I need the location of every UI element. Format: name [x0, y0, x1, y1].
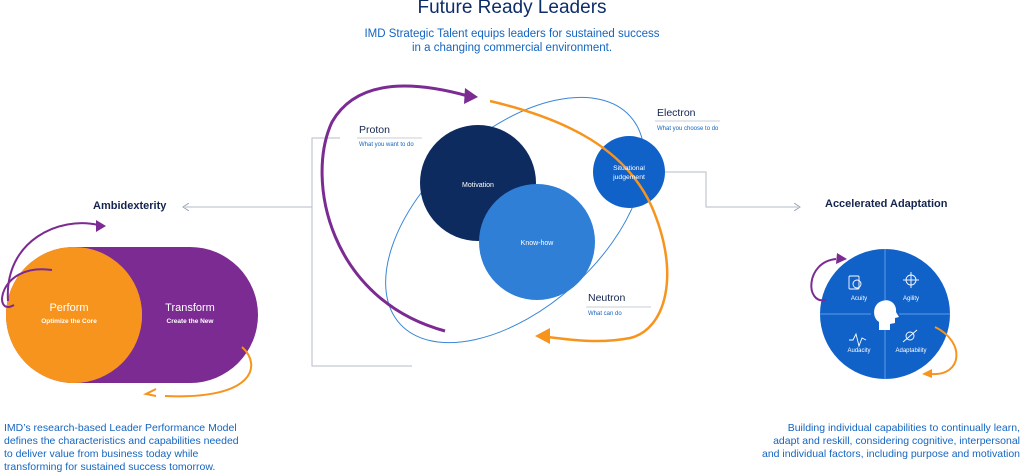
neutron-desc: What can do	[588, 311, 622, 317]
ambidexterity-desc-line-3: to deliver value from business today whi…	[4, 448, 199, 460]
transform-title: Transform	[165, 302, 215, 314]
adaptation-circle-group	[810, 249, 958, 379]
situational-line-2: judgement	[612, 174, 645, 181]
adaptation-description: Building individual capabilities to cont…	[718, 422, 1020, 461]
electron-desc: What you choose to do	[657, 126, 719, 132]
perform-subtitle: Optimize the Core	[41, 318, 97, 325]
arrow-to-adaptation	[665, 171, 798, 207]
knowhow-label: Know-how	[521, 240, 555, 247]
quadrant-adaptability: Adaptability	[895, 348, 926, 354]
audacity-icon	[849, 332, 867, 348]
head-icon	[874, 300, 899, 330]
label-underlines	[357, 120, 720, 308]
knowhow-circle	[479, 184, 595, 300]
adaptation-heading: Accelerated Adaptation	[825, 198, 948, 210]
ambidexterity-desc-line-1: IMD’s research-based Leader Performance …	[4, 422, 237, 434]
ambidexterity-desc-line-2: defines the characteristics and capabili…	[4, 435, 239, 447]
proton-desc: What you want to do	[359, 142, 414, 148]
adaptation-desc-line-1: Building individual capabilities to cont…	[787, 422, 1020, 434]
proton-label: Proton	[359, 124, 390, 136]
subtitle-line-1: IMD Strategic Talent equips leaders for …	[364, 28, 660, 40]
page-title: Future Ready Leaders	[417, 0, 607, 18]
quadrant-audacity: Audacity	[847, 348, 870, 354]
bracket-line	[311, 137, 412, 367]
electron-label: Electron	[657, 107, 696, 119]
situational-line-1: Situational	[613, 165, 645, 172]
ambidexterity-desc-line-4: transforming for sustained success tomor…	[4, 461, 216, 473]
transform-subtitle: Create the New	[167, 318, 215, 325]
orange-arrowhead	[535, 328, 550, 344]
ambidexterity-pill	[1, 220, 258, 398]
adaptation-desc-line-3: and individual factors, including purpos…	[762, 448, 1020, 460]
adaptability-icon	[905, 331, 915, 341]
orange-orbit-arc	[489, 99, 669, 343]
ambidexterity-heading: Ambidexterity	[93, 200, 167, 212]
quadrant-acuity: Acuity	[851, 296, 867, 302]
purple-orbit-arc	[320, 84, 469, 333]
adaptation-desc-line-2: adapt and reskill, considering cognitive…	[773, 435, 1020, 447]
perform-title: Perform	[49, 302, 88, 314]
quadrant-agility: Agility	[903, 296, 919, 302]
motivation-label: Motivation	[462, 182, 494, 189]
subtitle-line-2: in a changing commercial environment.	[411, 42, 613, 54]
ambidexterity-description: IMD’s research-based Leader Performance …	[4, 422, 304, 474]
neutron-label: Neutron	[588, 292, 626, 304]
purple-arrowhead	[464, 88, 478, 104]
acuity-icon	[848, 275, 860, 290]
page-subtitle: IMD Strategic Talent equips leaders for …	[312, 27, 712, 55]
